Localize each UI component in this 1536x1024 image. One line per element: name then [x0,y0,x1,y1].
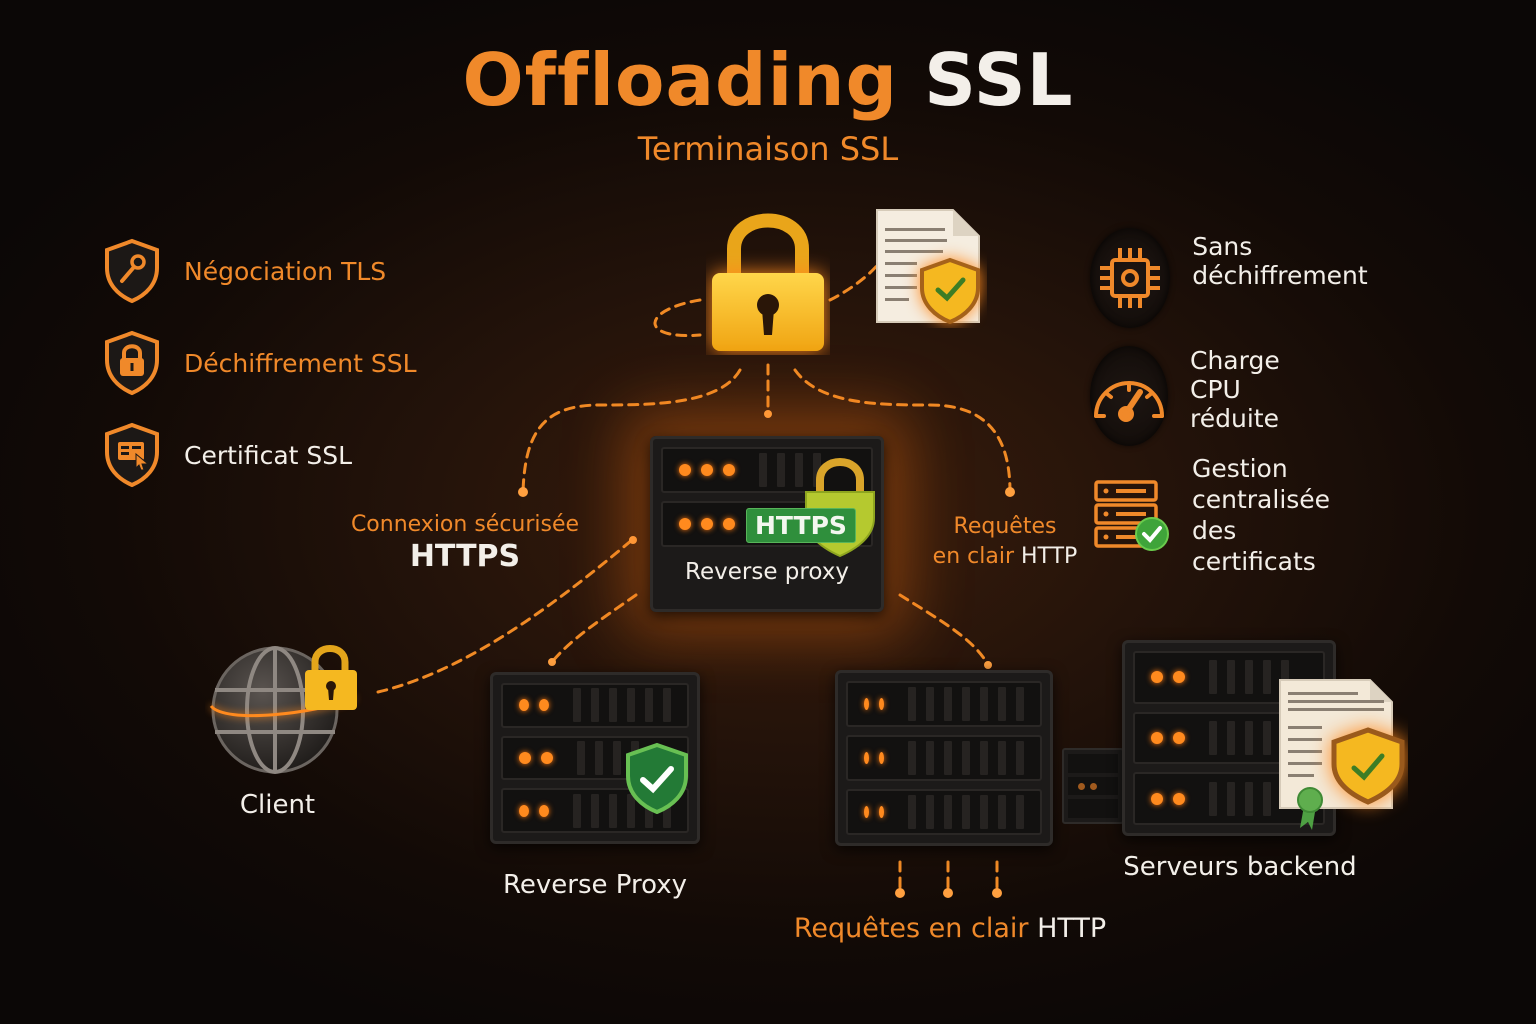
secure-connection-https: HTTPS [409,539,521,574]
plaintext-requests-label: Requêtes en clair HTTP [915,512,1095,572]
secure-connection-label: Connexion sécurisée HTTPS [330,512,600,574]
left-feature-list: Négociation TLS Déchiffrement SSL Certif… [102,238,417,488]
server-unit [846,789,1042,835]
server-unit [846,735,1042,781]
certificate-shield-icon [102,422,162,488]
central-proxy-label: Reverse proxy [685,559,849,585]
feature-label: Gestion centralisée des certificats [1192,453,1350,577]
plaintext-line1: Requêtes [953,514,1057,539]
plaintext-line2-http: HTTP [1021,544,1078,569]
page-subtitle: Terminaison SSL [637,130,899,168]
lock-shield-icon [102,330,162,396]
gauge-icon [1090,346,1168,446]
server-unit [501,683,689,728]
title-ssl: SSL [924,38,1074,122]
page-title: Offloading SSL [0,38,1536,122]
feature-label-line1: Gestion centralisée [1192,454,1331,514]
server-unit [846,681,1042,727]
bottom-requests-orange: Requêtes en clair [793,913,1029,944]
client-globe-icon [205,640,375,780]
cpu-chip-icon [1090,228,1171,328]
feature-no-decryption: Sans déchiffrement [1090,228,1388,328]
server-check-icon [1090,480,1170,551]
backend-certificate-icon [1278,678,1408,834]
bottom-requests-http: HTTP [1037,913,1107,944]
feature-label: Déchiffrement SSL [184,348,417,378]
reverse-proxy-server [490,672,700,844]
central-reverse-proxy: Reverse proxy HTTPS [650,436,884,612]
title-offloading: Offloading [462,38,899,122]
feature-reduced-cpu: Charge CPU réduite [1090,346,1302,446]
bottom-plaintext-requests-label: Requêtes en clair HTTP [760,913,1140,944]
feature-centralized-certs: Gestion centralisée des certificats [1090,453,1350,577]
server-unit [661,447,873,493]
client-label: Client [239,790,316,820]
feature-label: Sans déchiffrement [1192,232,1368,290]
network-switch [1062,748,1124,824]
green-shield-check-icon [624,742,690,814]
feature-label: Charge CPU réduite [1190,345,1280,433]
reverse-proxy-label: Reverse Proxy [503,870,687,900]
feature-label: Négociation TLS [184,256,387,286]
backend-server-middle [835,670,1053,846]
padlock-icon [706,205,830,355]
backend-servers-label: Serveurs backend [1123,852,1357,882]
secure-connection-line1: Connexion sécurisée [350,512,580,537]
feature-ssl-decryption: Déchiffrement SSL [102,330,417,396]
feature-label-line2: des certificats [1192,516,1316,576]
feature-label: Certificat SSL [184,440,353,470]
feature-tls-negotiation: Négociation TLS [102,238,417,304]
key-shield-icon [102,238,162,304]
plaintext-line2-orange: en clair [932,544,1014,569]
https-badge: HTTPS [746,508,856,543]
feature-ssl-certificate: Certificat SSL [102,422,417,488]
certificate-document-icon [875,208,987,328]
